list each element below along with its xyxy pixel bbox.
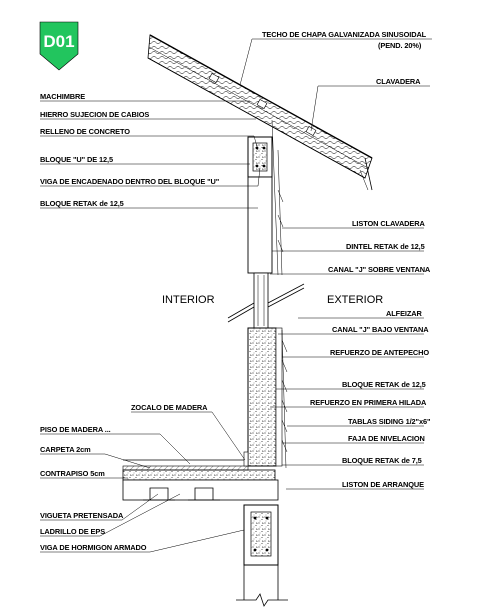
label-bloque-retak-125: BLOQUE RETAK de 12,5 xyxy=(342,380,426,389)
label-liston-arranque: LISTON DE ARRANQUE xyxy=(342,480,424,489)
label-relleno: RELLENO DE CONCRETO xyxy=(40,127,130,136)
interior-label: INTERIOR xyxy=(162,294,215,306)
right-labels: TECHO DE CHAPA GALVANIZADA SINUSOIDAL (P… xyxy=(239,30,432,490)
label-contrapiso: CONTRAPISO 5cm xyxy=(40,469,105,478)
badge-shape xyxy=(39,21,79,71)
lower-wall xyxy=(247,327,287,469)
top-beam xyxy=(247,136,273,178)
badge-code: D01 xyxy=(43,32,74,51)
label-zocalo: ZOCALO DE MADERA xyxy=(131,403,208,412)
label-faja: FAJA DE NIVELACION xyxy=(348,434,425,443)
label-bloque-u: BLOQUE "U" DE 12,5 xyxy=(40,155,113,164)
label-bloque-retak-75: BLOQUE RETAK de 7,5 xyxy=(342,456,422,465)
label-alfeizar: ALFEIZAR xyxy=(386,309,423,318)
label-refuerzo-antepecho: REFUERZO DE ANTEPECHO xyxy=(330,348,429,357)
exterior-label: EXTERIOR xyxy=(327,294,383,306)
label-refuerzo-hilada: REFUERZO EN PRIMERA HILADA xyxy=(310,398,427,407)
label-bloque-retak: BLOQUE RETAK de 12,5 xyxy=(40,199,124,208)
upper-wall xyxy=(247,119,283,276)
label-pendiente: (PEND. 20%) xyxy=(378,41,422,50)
label-machimbre: MACHIMBRE xyxy=(40,92,85,101)
label-piso: PISO DE MADERA ... xyxy=(40,425,111,434)
label-techo: TECHO DE CHAPA GALVANIZADA SINUSOIDAL xyxy=(262,30,427,39)
roof-assembly xyxy=(147,34,373,191)
label-clavadera: CLAVADERA xyxy=(376,77,421,86)
label-dintel: DINTEL RETAK de 12,5 xyxy=(346,242,425,251)
label-ladrillo: LADRILLO DE EPS xyxy=(40,527,105,536)
label-canal-bajo: CANAL "J" BAJO VENTANA xyxy=(332,325,429,334)
label-hierro: HIERRO SUJECION DE CABIOS xyxy=(40,110,149,119)
footing-beam xyxy=(236,504,288,607)
label-viga-encadenado: VIGA DE ENCADENADO DENTRO DEL BLOQUE "U" xyxy=(40,177,220,186)
label-vigueta: VIGUETA PRETENSADA xyxy=(40,511,124,520)
floor-slab xyxy=(122,451,279,501)
window-opening xyxy=(227,272,305,329)
siding xyxy=(277,189,288,453)
label-canal-sobre: CANAL "J" SOBRE VENTANA xyxy=(328,265,431,274)
label-carpeta: CARPETA 2cm xyxy=(40,445,91,454)
label-viga-hormigon: VIGA DE HORMIGON ARMADO xyxy=(40,543,147,552)
label-liston-clavadera: LISTON CLAVADERA xyxy=(352,219,425,228)
label-tablas-siding: TABLAS SIDING 1/2"x6" xyxy=(348,417,431,426)
detail-badge: D01 xyxy=(39,21,79,71)
left-labels: MACHIMBRE HIERRO SUJECION DE CABIOS RELL… xyxy=(40,92,261,553)
